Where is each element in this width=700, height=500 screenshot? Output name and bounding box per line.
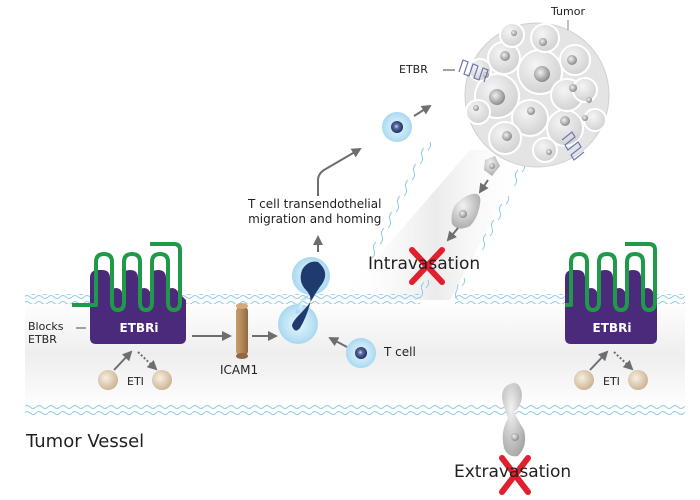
eti-molecule bbox=[152, 370, 172, 390]
eti-molecule bbox=[628, 370, 648, 390]
etbri-left bbox=[72, 242, 186, 344]
extravasation-label: Extravasation bbox=[454, 462, 572, 482]
tcell-migration-label: T cell transendothelial migration and ho… bbox=[248, 197, 382, 226]
eti-right-group bbox=[574, 350, 648, 390]
etbri-label-left: ETBRi bbox=[119, 321, 159, 335]
arrow-to-tumor bbox=[413, 104, 432, 117]
blocks-etbr-label: Blocks ETBR bbox=[28, 320, 64, 346]
tumor-etbr-receptor bbox=[561, 131, 585, 161]
circulating-tcell bbox=[346, 338, 376, 368]
homing-tcell bbox=[382, 112, 412, 142]
tcell-label: T cell bbox=[384, 345, 416, 359]
etbr-label: ETBR bbox=[399, 63, 428, 76]
arrow-tumor-exit bbox=[478, 179, 489, 194]
icam1-label: ICAM1 bbox=[220, 363, 259, 377]
eti-label-left: ETI bbox=[127, 375, 144, 388]
arrow-intravasation bbox=[446, 227, 459, 242]
etbri-right bbox=[565, 242, 657, 344]
intravasation-label: Intravasation bbox=[368, 254, 481, 274]
vessel-wall-bottom bbox=[25, 405, 685, 415]
channel-wall-left bbox=[371, 141, 432, 299]
tumor-label: Tumor bbox=[551, 5, 585, 18]
homing-path-arrow bbox=[317, 147, 362, 196]
eti-molecule bbox=[574, 370, 594, 390]
etbri-label-right: ETBRi bbox=[592, 321, 632, 335]
escaping-tumor-cell bbox=[484, 156, 500, 176]
tumor-mass bbox=[464, 22, 610, 168]
release-arrow bbox=[137, 351, 158, 371]
eti-molecule bbox=[98, 370, 118, 390]
arrow-tcell-to-endothelium bbox=[328, 337, 348, 348]
tumor-vessel-label: Tumor Vessel bbox=[26, 431, 145, 452]
etbr-receptor-left bbox=[72, 242, 182, 312]
eti-left-group bbox=[98, 350, 172, 390]
blocked-x-intravasation-icon bbox=[409, 247, 445, 285]
binding-arrow bbox=[113, 350, 133, 371]
channel-wall-right bbox=[454, 163, 526, 301]
icam1-molecule bbox=[236, 303, 248, 359]
etbr-receptor-right bbox=[565, 242, 657, 312]
tumor-etbr-receptor bbox=[458, 59, 489, 83]
eti-label-right: ETI bbox=[603, 375, 620, 388]
etbri-box-right bbox=[565, 270, 657, 344]
vessel-wall-top-left bbox=[25, 294, 420, 304]
intravasating-tumor-cell bbox=[451, 193, 481, 229]
extravasating-tumor-cell bbox=[502, 382, 526, 457]
migrating-tcell bbox=[278, 257, 330, 344]
binding-arrow bbox=[589, 350, 609, 371]
blocked-x-extravasation-icon bbox=[499, 455, 531, 495]
release-arrow bbox=[613, 351, 634, 371]
